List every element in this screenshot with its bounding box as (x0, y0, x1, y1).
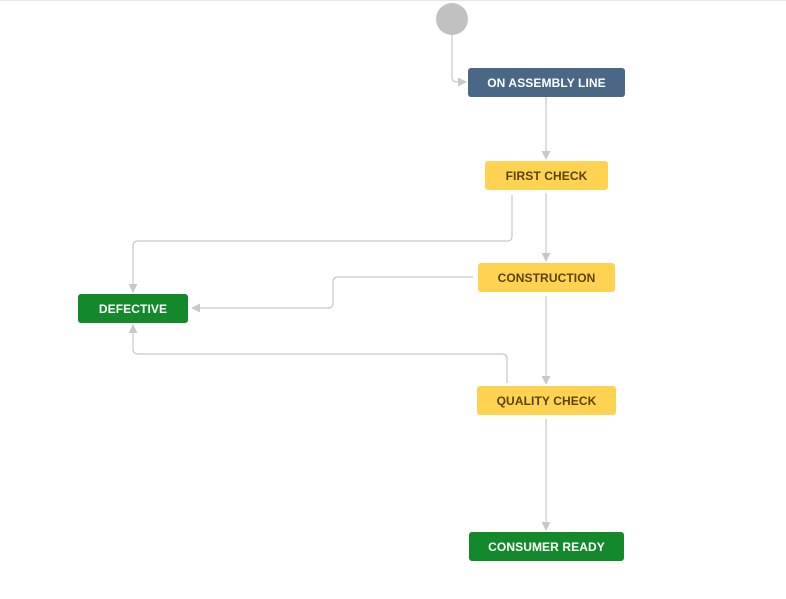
transition-construction-to-defective[interactable] (191, 276, 473, 313)
transition-start-to-on-assembly-line[interactable] (451, 35, 467, 87)
start-circle-icon (436, 3, 468, 35)
status-label: DEFECTIVE (98, 301, 168, 316)
transition-first-check-to-defective[interactable] (128, 195, 513, 293)
status-quality-check[interactable]: QUALITY CHECK (477, 386, 616, 415)
status-consumer-ready[interactable]: CONSUMER READY (469, 532, 624, 561)
status-label: ON ASSEMBLY LINE (487, 75, 606, 90)
status-first-check[interactable]: FIRST CHECK (485, 161, 608, 190)
status-label: QUALITY CHECK (496, 393, 597, 408)
status-label: CONSUMER READY (488, 539, 605, 554)
status-construction[interactable]: CONSTRUCTION (478, 263, 615, 292)
status-label: CONSTRUCTION (497, 270, 596, 285)
status-defective[interactable]: DEFECTIVE (78, 294, 188, 323)
status-on-assembly-line[interactable]: ON ASSEMBLY LINE (468, 68, 625, 97)
status-label: FIRST CHECK (505, 168, 588, 183)
canvas-top-border (0, 0, 786, 1)
transition-quality-check-to-defective[interactable] (128, 324, 508, 383)
